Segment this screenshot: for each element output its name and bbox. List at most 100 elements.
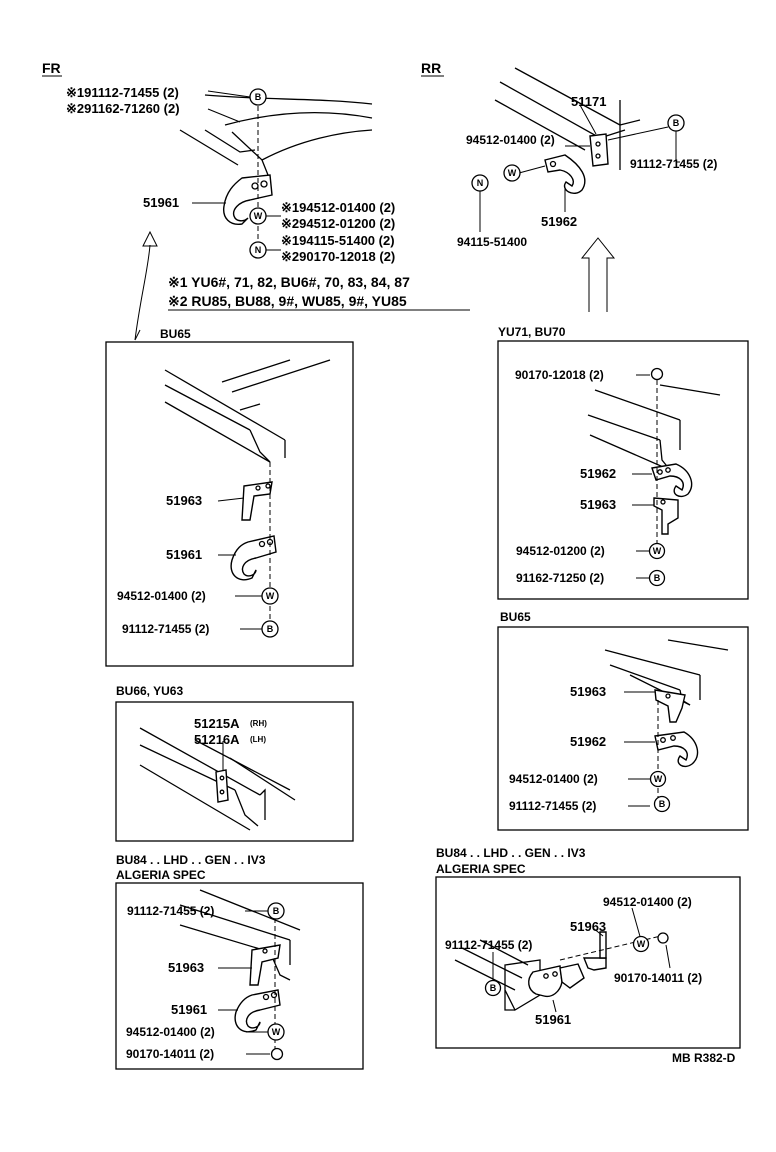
box-bu65-left <box>105 341 354 667</box>
bu65-right-washer-symbol-icon <box>649 770 667 788</box>
fr-hook-label: 51961 <box>143 195 179 210</box>
bu84-right-bolt-letter: B <box>490 983 497 993</box>
bu65-right-washer-letter: W <box>654 774 663 784</box>
bu65-left-washer-letter: W <box>266 591 275 601</box>
fr-note-2: ※2 RU85, BU88, 9#, WU85, 9#, YU85 <box>168 293 407 309</box>
bu84-right-label-a: 94512-01400 (2) <box>603 895 692 909</box>
fr-bolt-part2-label: ※291162-71260 (2) <box>66 101 180 116</box>
bu65-right-bolt-letter: B <box>659 799 666 809</box>
bu65-left-frame-drawing <box>164 359 331 463</box>
bu84-left-label-c: 51961 <box>171 1002 207 1017</box>
bu66-bracket-51215a <box>215 769 229 803</box>
yu71-washer-letter: W <box>653 546 662 556</box>
bu65-right-label-d: 91112-71455 (2) <box>509 799 596 813</box>
box-bu65-right <box>497 626 749 831</box>
bu65-right-bracket-51963 <box>654 689 686 723</box>
bu84-right-label-c: 91112-71455 (2) <box>445 938 532 952</box>
rr-bracket-51171 <box>589 133 609 167</box>
fr-nut-symbol-letter: N <box>255 245 262 255</box>
bu84-left-label-e: 90170-14011 (2) <box>126 1047 214 1061</box>
yu71-label-e: 91162-71250 (2) <box>516 571 604 585</box>
bu66-label-a-side: (RH) <box>250 719 267 728</box>
fr-bolt-symbol-letter: B <box>255 92 262 102</box>
bu84-left-label-b: 51963 <box>168 960 204 975</box>
fr-note-1: ※1 YU6#, 71, 82, BU6#, 70, 83, 84, 87 <box>168 274 410 290</box>
box-bu84-right-header2: ALGERIA SPEC <box>436 862 526 876</box>
fr-arrow-line <box>134 244 151 341</box>
rr-nut-symbol-icon <box>471 174 489 192</box>
box-bu84-right <box>435 876 741 1049</box>
yu71-hook-51962 <box>651 463 693 498</box>
bu65-left-label-b: 51961 <box>166 547 202 562</box>
bu65-right-label-c: 94512-01400 (2) <box>509 772 598 786</box>
bu84-right-bracket-51963 <box>582 931 607 971</box>
bu65-right-label-b: 51962 <box>570 734 606 749</box>
bu65-left-washer-symbol-icon <box>261 587 279 605</box>
bu84-left-label-a: 91112-71455 (2) <box>127 904 214 918</box>
box-bu84-right-header1: BU84 . . LHD . . GEN . . IV3 <box>436 846 586 860</box>
bu84-left-bracket-51963 <box>249 944 281 986</box>
yu71-bracket-51963 <box>653 497 679 535</box>
rr-bolt-label: 91112-71455 (2) <box>630 157 717 171</box>
rr-frame-drawing <box>494 67 641 170</box>
rr-bracket-label: 51171 <box>571 94 606 109</box>
bu66-label-b: 51216A <box>194 732 240 747</box>
box-bu65-left-header: BU65 <box>160 327 191 341</box>
fr-washer-part2-label: ※294512-01200 (2) <box>281 216 395 231</box>
rr-nut-label: 94115-51400 <box>457 235 527 249</box>
yu71-frame-drawing <box>587 384 721 471</box>
fr-washer-symbol-letter: W <box>254 211 263 221</box>
box-yu71 <box>497 340 749 600</box>
box-yu71-header: YU71, BU70 <box>498 325 566 339</box>
box-bu84-left-header2: ALGERIA SPEC <box>116 868 206 882</box>
bu84-left-frame-drawing <box>179 889 301 981</box>
box-bu66 <box>115 701 354 842</box>
rr-bolt-symbol-letter: B <box>673 118 680 128</box>
bu65-left-hook-51961 <box>230 535 277 581</box>
bu66-frame-drawing <box>139 727 296 831</box>
rr-washer-symbol-icon <box>503 164 521 182</box>
bu84-right-hook-51961 <box>528 963 585 998</box>
bu84-left-washer-symbol-icon <box>267 1023 285 1041</box>
bu65-left-bolt-letter: B <box>267 624 274 634</box>
bu65-right-hook-51962 <box>654 731 699 768</box>
bu84-right-washer-letter: W <box>637 939 646 949</box>
box-bu84-left-header1: BU84 . . LHD . . GEN . . IV3 <box>116 853 266 867</box>
rr-washer-label: 94512-01400 (2) <box>466 133 555 147</box>
bu84-right-frame-drawing <box>454 939 541 1011</box>
bu84-right-washer-symbol-icon <box>632 935 650 953</box>
bu84-left-bolt-letter: B <box>273 906 280 916</box>
yu71-washer-symbol-icon <box>648 542 666 560</box>
bu84-left-washer-letter: W <box>272 1027 281 1037</box>
yu71-label-c: 51963 <box>580 497 616 512</box>
rr-hook-51962 <box>544 154 586 194</box>
bu65-left-label-c: 94512-01400 (2) <box>117 589 206 603</box>
box-bu66-header: BU66, YU63 <box>116 684 183 698</box>
yu71-bolt-symbol-icon <box>648 569 666 587</box>
bu84-right-label-e: 51961 <box>535 1012 571 1027</box>
fr-frame-drawing <box>179 94 373 181</box>
fr-bolt-part1-label: ※191112-71455 (2) <box>66 85 179 100</box>
yu71-bolt-letter: B <box>654 573 661 583</box>
yu71-nut-symbol-icon <box>650 367 664 381</box>
rr-washer-symbol-letter: W <box>508 168 517 178</box>
bu84-left-hook-51961 <box>234 989 281 1033</box>
bu66-label-a: 51215A <box>194 716 240 731</box>
bu84-left-bolt-symbol-icon <box>267 902 285 920</box>
bu84-right-nut-symbol-icon <box>657 932 669 944</box>
bu65-left-bracket-51963 <box>241 481 273 521</box>
yu71-label-d: 94512-01200 (2) <box>516 544 605 558</box>
rr-hook-label: 51962 <box>541 214 577 229</box>
bu65-right-bolt-symbol-icon <box>653 795 671 813</box>
bu84-right-bolt-symbol-icon <box>484 979 502 997</box>
box-bu65-right-header: BU65 <box>500 610 531 624</box>
rr-bolt-symbol-icon <box>667 114 685 132</box>
bu84-left-label-d: 94512-01400 (2) <box>126 1025 215 1039</box>
bu65-left-label-a: 51963 <box>166 493 202 508</box>
section-rr-label: RR <box>421 60 441 76</box>
fr-nut-part2-label: ※290170-12018 (2) <box>281 249 395 264</box>
fr-bolt-symbol-icon <box>249 88 267 106</box>
rr-nut-symbol-letter: N <box>477 178 484 188</box>
fr-nut-part1-label: ※194115-51400 (2) <box>281 233 395 248</box>
